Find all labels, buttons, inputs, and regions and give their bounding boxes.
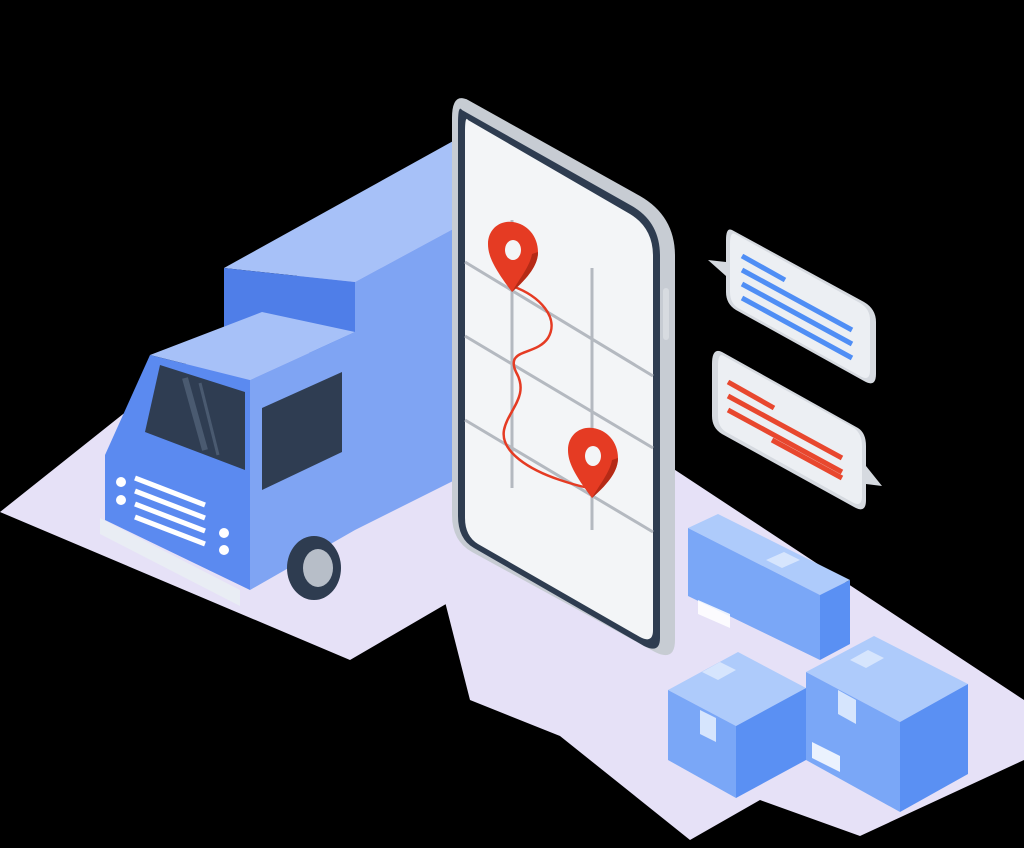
windshield-glare [182, 377, 208, 451]
cab-roof [150, 312, 355, 380]
grille [134, 475, 206, 547]
wheel [287, 536, 341, 600]
windshield-glare-2 [198, 382, 220, 456]
delivery-truck [100, 140, 455, 606]
package-box [688, 514, 850, 660]
package-box [668, 652, 806, 798]
phone-side-button [663, 288, 669, 340]
cargo-side-face [355, 228, 455, 530]
package-box [806, 636, 968, 812]
side-window [262, 372, 342, 490]
smartphone-map [452, 98, 675, 656]
headlights [116, 477, 229, 555]
blue-text-lines [740, 253, 854, 361]
message-bubble-red [712, 350, 882, 510]
origin-pin-icon [488, 221, 538, 292]
red-text-lines [726, 379, 844, 481]
message-bubble-blue [708, 229, 876, 384]
route-line [502, 284, 593, 490]
bumper [100, 518, 240, 606]
cargo-top [224, 140, 455, 282]
destination-pin-icon [568, 427, 618, 498]
